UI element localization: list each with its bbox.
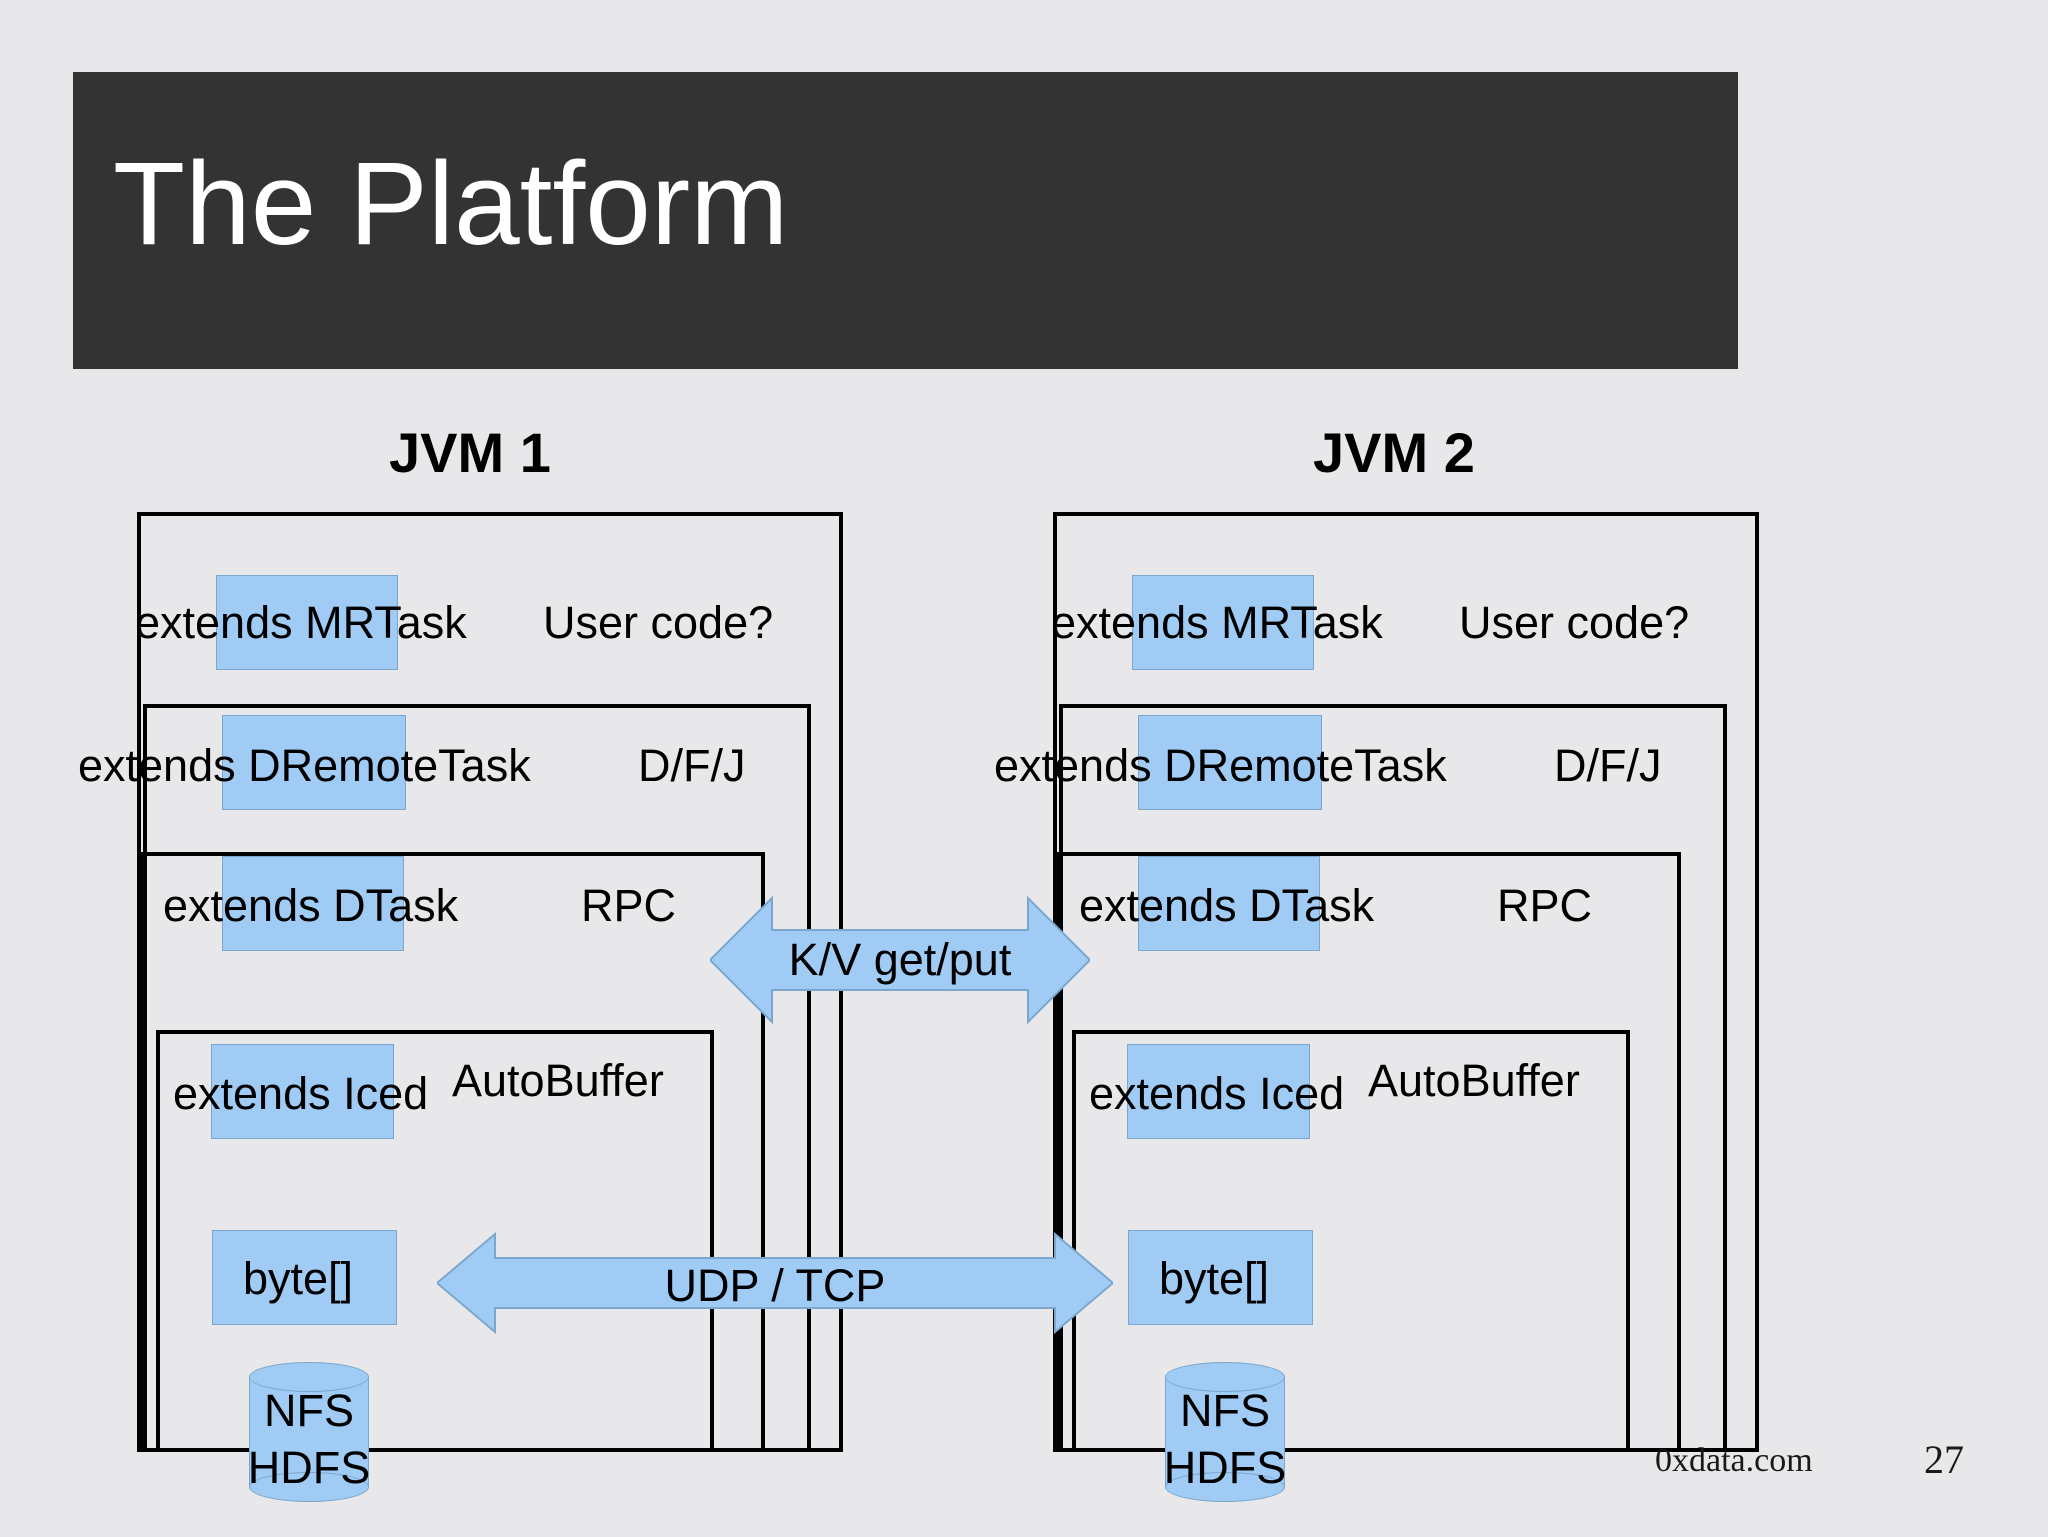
jvm-1-chip-dtask-label: extends DTask [163, 880, 459, 931]
jvm-1-chip-mrtask-label: extends MRTask [135, 597, 467, 648]
jvm-2-layer-dfj-label: D/F/J [1554, 740, 1662, 791]
jvm-1-chip-iced [211, 1044, 394, 1139]
jvm-1-storage-nfs-label: NFS [264, 1385, 354, 1436]
jvm-2-layer-autobuffer-box [1072, 1030, 1630, 1452]
jvm-2-byte-array-label: byte[] [1159, 1253, 1270, 1304]
cylinder-bottom-ellipse [1165, 1472, 1285, 1502]
jvm-2-layer-autobuffer-label: AutoBuffer [1368, 1055, 1580, 1106]
jvm-1-storage-hdfs-label: HDFS [247, 1442, 371, 1493]
double-headed-arrow-icon [437, 1231, 1113, 1335]
jvm-1-chip-dremotetask-label: extends DRemoteTask [78, 740, 531, 791]
kv-get-put-label: K/V get/put [788, 934, 1012, 985]
jvm-1-layer-dfj-label: D/F/J [638, 740, 746, 791]
jvm-2-label: JVM 2 [1313, 421, 1475, 484]
cylinder-top-ellipse [1165, 1362, 1285, 1392]
jvm-1-layer-autobuffer-box [156, 1030, 714, 1452]
cylinder-body [1165, 1376, 1285, 1488]
jvm-2-layer-user-code-label: User code? [1459, 597, 1690, 648]
jvm-1-layer-user-code-label: User code? [543, 597, 774, 648]
jvm-2-storage-nfs-label: NFS [1180, 1385, 1270, 1436]
jvm-2-chip-dtask [1138, 856, 1320, 951]
jvm-1-byte-array-label: byte[] [243, 1253, 354, 1304]
jvm-2-layer-rpc-label: RPC [1497, 880, 1593, 931]
jvm-1-layer-autobuffer-label: AutoBuffer [452, 1055, 664, 1106]
jvm-2-chip-dremotetask [1138, 715, 1322, 810]
jvm-1-chip-byte-array [212, 1230, 397, 1325]
jvm-2-chip-iced [1127, 1044, 1310, 1139]
jvm-1-chip-mrtask [216, 575, 398, 670]
jvm-2-chip-dremotetask-label: extends DRemoteTask [994, 740, 1447, 791]
footer-page-number: 27 [1924, 1437, 1964, 1482]
jvm-2-chip-iced-label: extends Iced [1089, 1068, 1345, 1119]
cylinder-bottom-ellipse [249, 1472, 369, 1502]
jvm-2-chip-mrtask [1132, 575, 1314, 670]
jvm-1-storage-cylinder [249, 1362, 369, 1502]
double-headed-arrow-icon [710, 895, 1090, 1025]
jvm-1-chip-dremotetask [222, 715, 406, 810]
cylinder-body [249, 1376, 369, 1488]
jvm-2-chip-byte-array [1128, 1230, 1313, 1325]
jvm-1-chip-dtask [222, 856, 404, 951]
cylinder-top-ellipse [249, 1362, 369, 1392]
jvm-2-storage-cylinder [1165, 1362, 1285, 1502]
udp-tcp-label: UDP / TCP [664, 1260, 886, 1311]
jvm-2-storage-hdfs-label: HDFS [1163, 1442, 1287, 1493]
jvm-2-chip-dtask-label: extends DTask [1079, 880, 1375, 931]
jvm-2-chip-mrtask-label: extends MRTask [1051, 597, 1383, 648]
page-title: The Platform [113, 138, 789, 270]
udp-tcp-arrow: UDP / TCP [437, 1228, 1113, 1338]
jvm-1-layer-rpc-label: RPC [581, 880, 677, 931]
jvm-1-chip-iced-label: extends Iced [173, 1068, 429, 1119]
footer-brand: 0xdata.com [1655, 1442, 1813, 1479]
kv-get-put-arrow: K/V get/put [710, 890, 1090, 1030]
jvm-1-label: JVM 1 [389, 421, 551, 484]
title-banner [73, 72, 1738, 369]
